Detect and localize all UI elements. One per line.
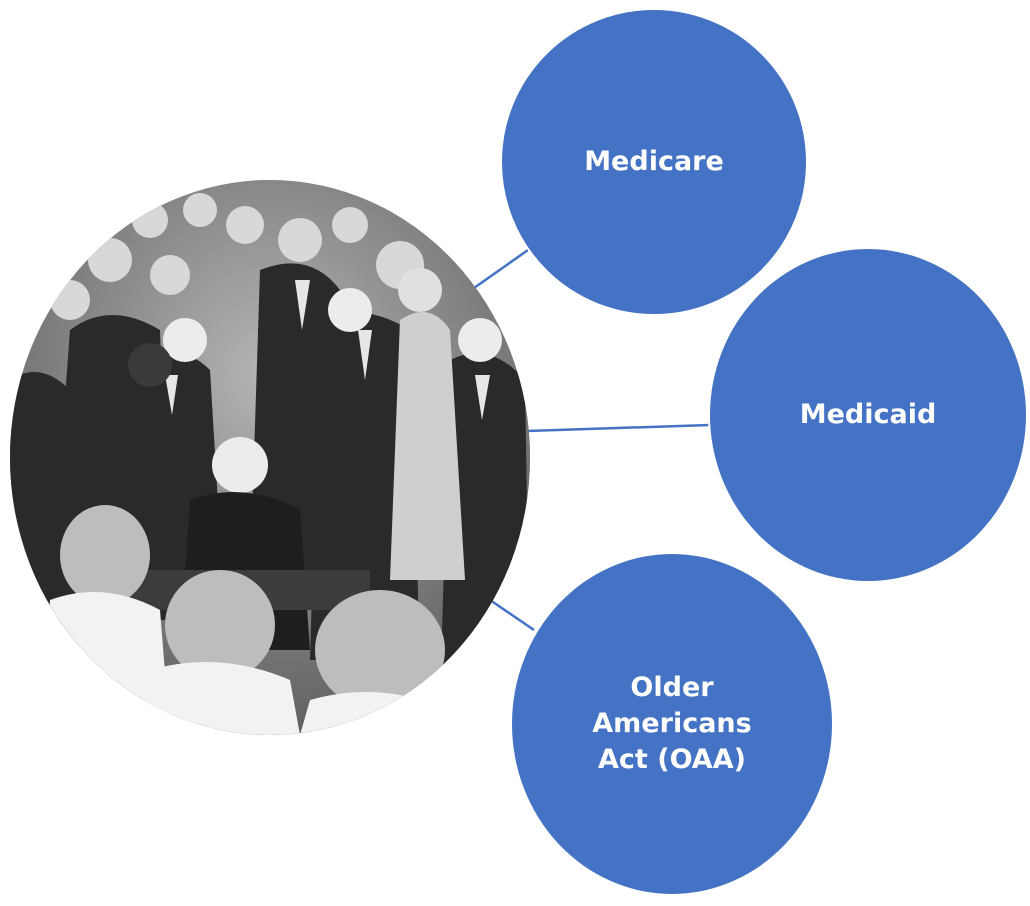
node-medicare-label: Medicare [584,146,724,178]
crowd-photo-icon [10,180,530,735]
node-medicaid: Medicaid [708,247,1028,583]
crowd-photo [10,180,530,735]
connector-medicare [473,248,529,290]
node-oaa-label: Older Americans Act (OAA) [592,672,752,775]
connector-medicaid [526,423,711,433]
node-medicare: Medicare [500,8,808,316]
connector-oaa [489,598,535,632]
node-older-americans-act: Older Americans Act (OAA) [510,552,834,896]
node-medicaid-label: Medicaid [799,399,937,431]
